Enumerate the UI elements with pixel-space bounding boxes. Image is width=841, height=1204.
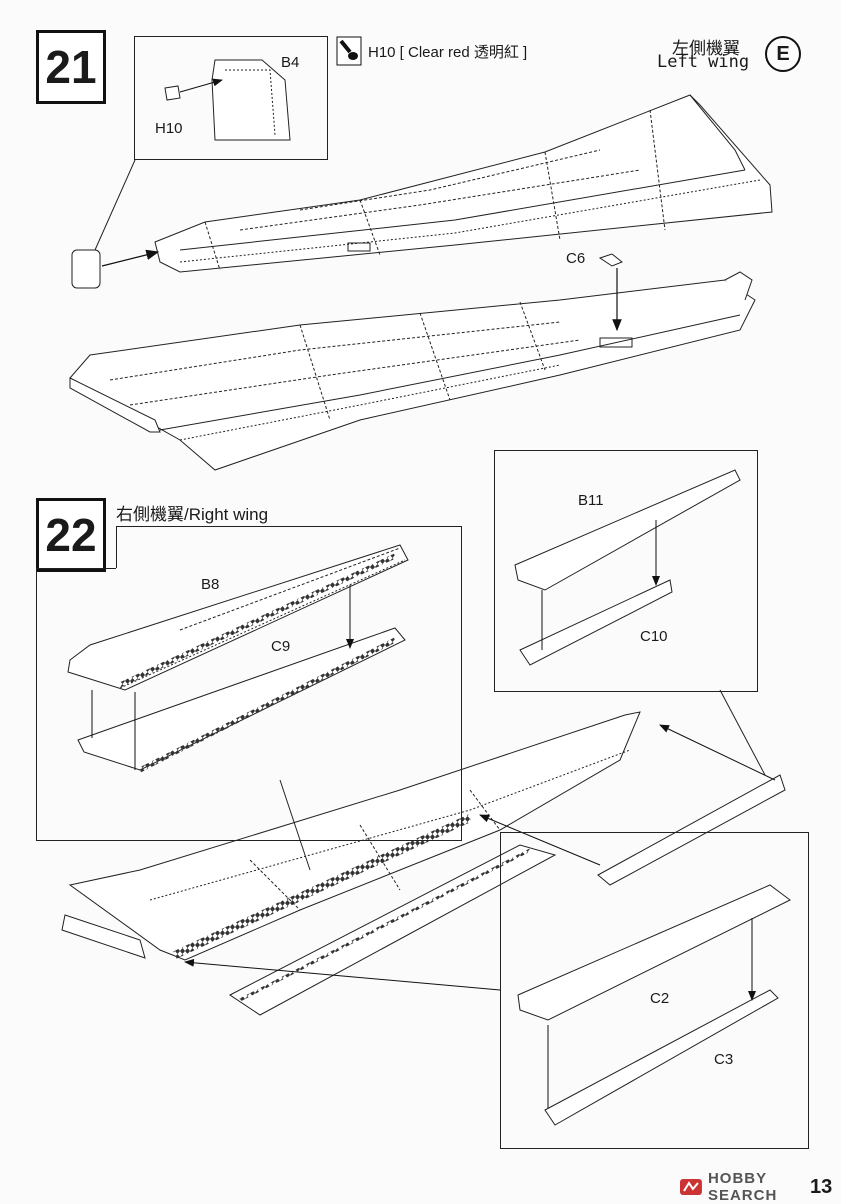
step-21-number: 21	[36, 30, 106, 104]
part-label-b11: B11	[578, 492, 604, 509]
hobby-search-logo-icon	[680, 1179, 702, 1195]
paint-note: H10 [ Clear red 透明紅 ]	[336, 36, 527, 66]
left-wing-title-en: Left wing	[657, 52, 750, 72]
b11-c10-inset-art	[514, 469, 741, 666]
left-wing-lower-part	[69, 271, 756, 471]
step-21-inset-frame	[134, 36, 328, 160]
step-22-inset-left-notch-h	[36, 568, 116, 569]
right-wing-outer-inset-art	[67, 544, 409, 773]
step-22-inset-bottom-frame	[500, 832, 809, 1149]
page-number: 13	[810, 1176, 833, 1198]
part-label-c10: C10	[640, 628, 668, 645]
paint-note-text: H10 [ Clear red 透明紅 ]	[368, 43, 528, 61]
step-22-inset-right-frame	[494, 450, 758, 692]
section-badge: E	[765, 36, 801, 72]
part-label-h10: H10	[155, 120, 183, 137]
part-label-c2: C2	[650, 990, 670, 1007]
part-label-c3: C3	[714, 1051, 734, 1068]
left-wing-title-zh: 左側機翼	[672, 39, 740, 58]
right-wing-title: 右側機翼/Right wing	[116, 505, 269, 524]
b4-lens-part	[71, 249, 101, 289]
part-label-c9: C9	[271, 638, 291, 655]
part-label-c6: C6	[566, 250, 586, 267]
left-wing-upper-part	[154, 94, 773, 273]
step-22-inset-left-top	[116, 526, 461, 527]
step-22-inset-left-frame	[36, 526, 462, 841]
step-22-inset-left-notch	[116, 526, 117, 568]
right-wing-main-part	[61, 689, 786, 1016]
c2-c3-inset-art	[517, 884, 791, 1126]
step-22-number: 22	[36, 498, 106, 572]
part-label-b8: B8	[201, 576, 220, 593]
step-22-inset-left-edge	[36, 568, 37, 840]
paint-brush-icon	[336, 36, 362, 66]
part-label-b4: B4	[281, 54, 300, 71]
